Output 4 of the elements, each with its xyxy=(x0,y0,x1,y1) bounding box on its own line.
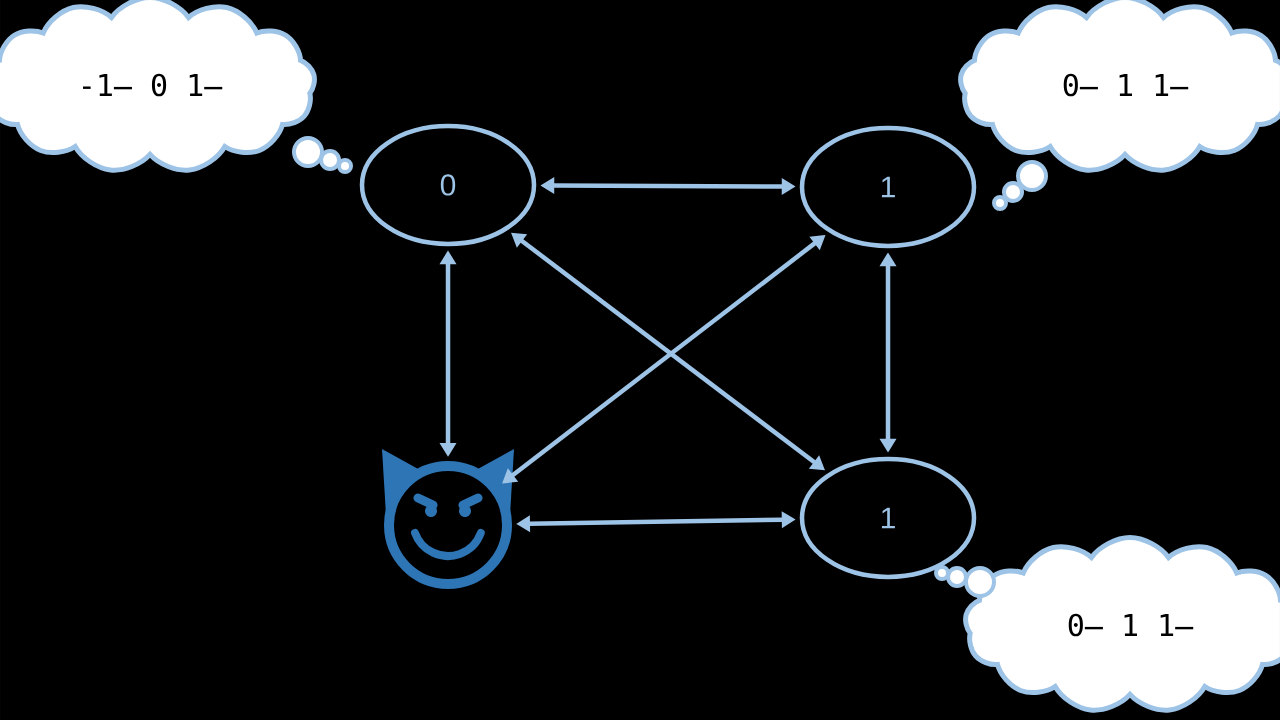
thought-cloud: 0̶ 1 1̶ xyxy=(963,535,1280,713)
thought-cloud: 0̶ 1 1̶ xyxy=(958,0,1280,173)
devil-face-drawing xyxy=(382,449,514,589)
thought-cloud: -1̶ 0 1̶ xyxy=(0,0,317,173)
